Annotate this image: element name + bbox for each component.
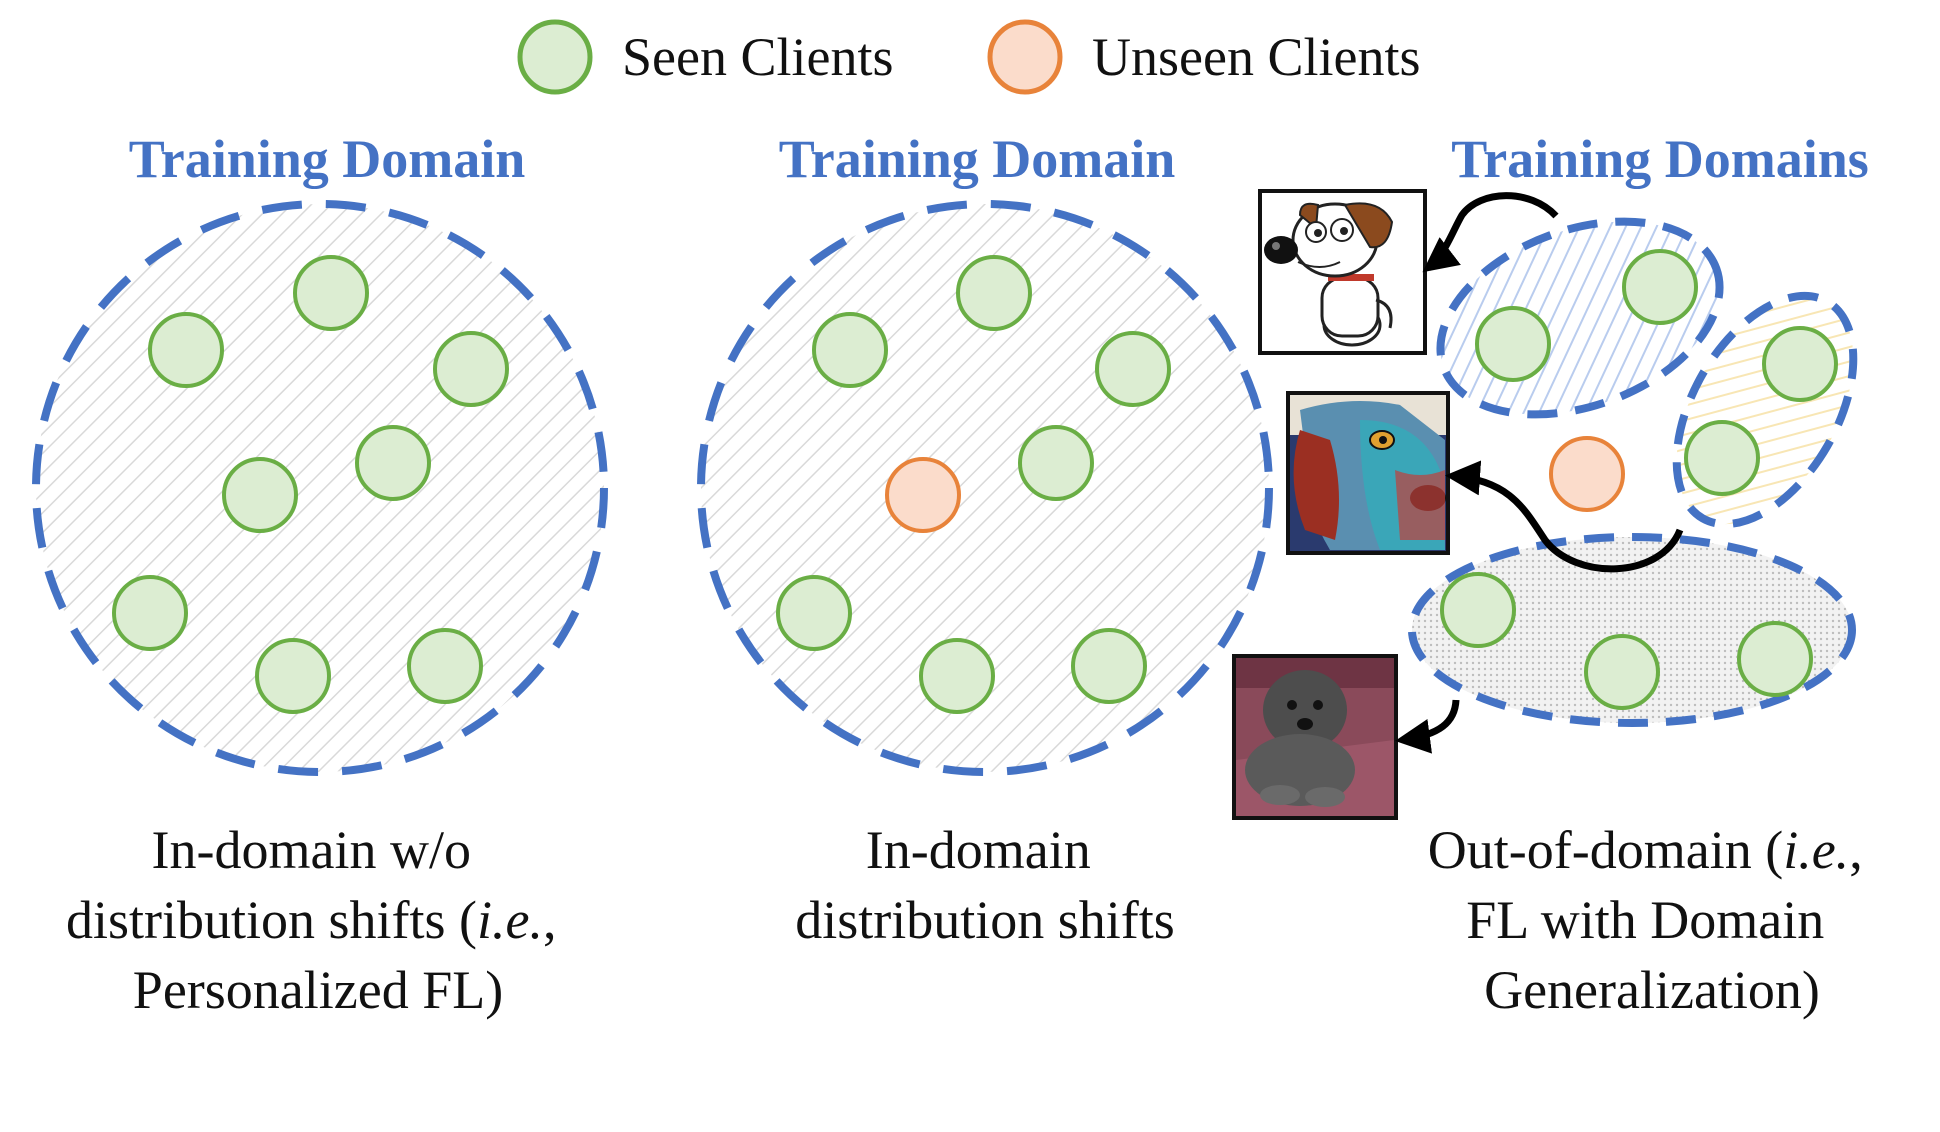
seen-client (112, 575, 188, 651)
unseen-client-legend-icon (987, 19, 1063, 95)
seen-client (1018, 425, 1094, 501)
seen-client (1071, 628, 1147, 704)
panel-in-domain-shift: Training Domain In-domain distribution s… (697, 129, 1273, 950)
panel-1-caption: In-domain w/o distribution shifts (i.e.,… (66, 820, 570, 1020)
seen-clients (776, 255, 1171, 714)
seen-client (812, 312, 888, 388)
panel-2-title: Training Domain (779, 129, 1176, 189)
painted-dog-image (1286, 391, 1450, 555)
legend-seen-label: Seen Clients (622, 27, 893, 87)
panel-1-title: Training Domain (129, 129, 526, 189)
seen-client (776, 575, 852, 651)
seen-client (1622, 249, 1698, 325)
panel-3-title: Training Domains (1451, 129, 1869, 189)
arrow-to-painted (1445, 460, 1684, 573)
seen-client (222, 457, 298, 533)
seen-client (1475, 306, 1551, 382)
seen-client (1762, 326, 1838, 402)
seen-client (956, 255, 1032, 331)
seen-clients (1440, 249, 1838, 710)
seen-client (407, 628, 483, 704)
seen-client (293, 255, 369, 331)
panel-3-caption: Out-of-domain (i.e., FL with Domain Gene… (1428, 820, 1876, 1020)
seen-clients (112, 255, 509, 714)
seen-client (1737, 621, 1813, 697)
seen-client (1584, 634, 1660, 710)
cartoon-dog-image (1258, 189, 1427, 355)
photo-dog-image (1232, 654, 1398, 820)
arrow-to-cartoon (1422, 192, 1559, 273)
seen-client (919, 638, 995, 714)
seen-client (433, 331, 509, 407)
panel-in-domain-no-shift: Training Domain In-domain w/o distributi… (32, 129, 608, 1020)
panel-2-caption: In-domain distribution shifts (795, 820, 1175, 950)
seen-client (255, 638, 331, 714)
seen-client-legend-icon (517, 19, 593, 95)
panel-out-of-domain: Training Domains (1232, 129, 1876, 1020)
seen-client (1440, 572, 1516, 648)
unseen-client (885, 457, 961, 533)
arrows (1395, 192, 1684, 754)
seen-client (355, 425, 431, 501)
unseen-client (1549, 436, 1625, 512)
seen-client (1684, 420, 1760, 496)
legend-unseen-label: Unseen Clients (1092, 27, 1420, 87)
seen-client (1095, 331, 1171, 407)
legend: Seen Clients Unseen Clients (517, 19, 1420, 95)
arrow-to-photo (1395, 699, 1460, 754)
seen-client (148, 312, 224, 388)
